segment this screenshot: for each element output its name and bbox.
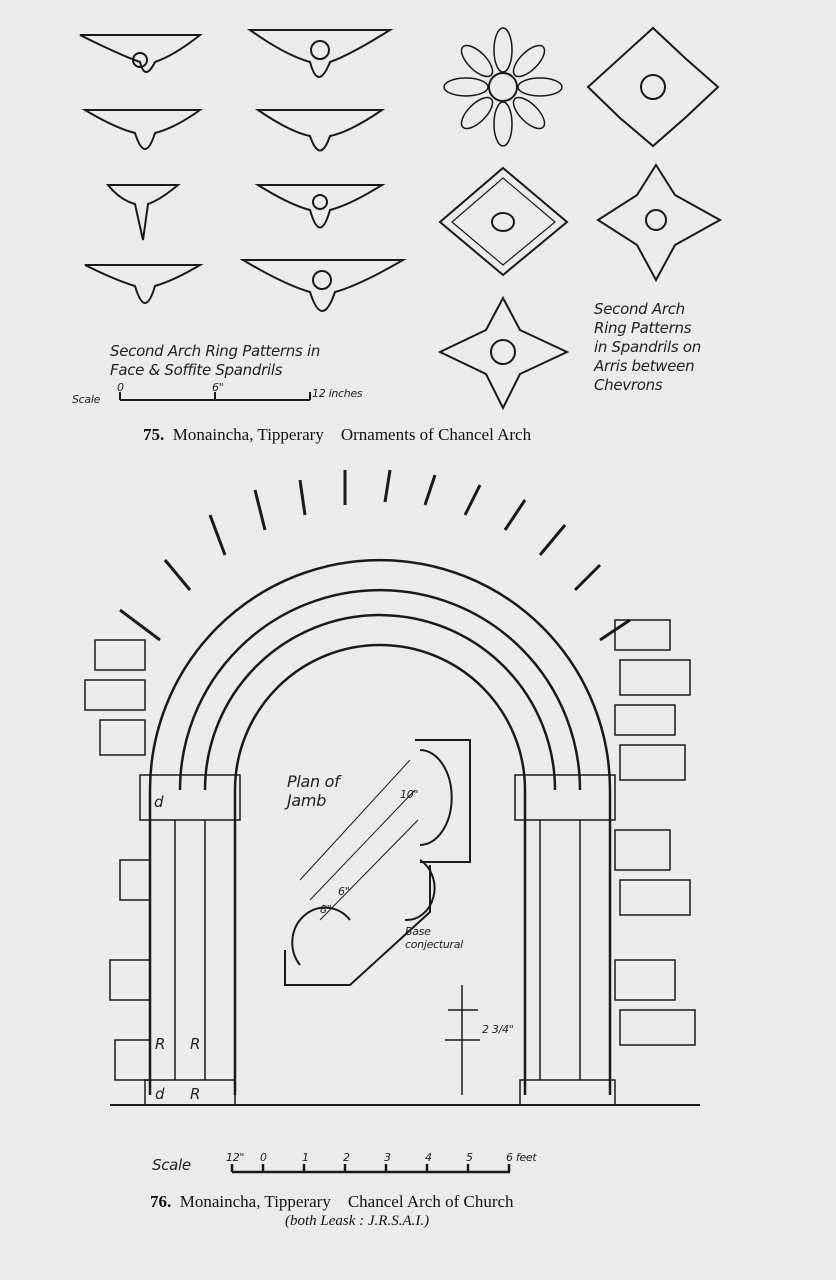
scale-tick: 4 bbox=[425, 1151, 432, 1164]
stone-mark: R bbox=[190, 1035, 201, 1053]
left-patterns-label: Second Arch Ring Patterns in Face & Soff… bbox=[110, 342, 320, 380]
figure-credit: (both Leask : J.R.S.A.I.) bbox=[285, 1213, 430, 1229]
base-profile bbox=[445, 985, 480, 1095]
rosette-ornament bbox=[437, 26, 723, 411]
scale-tick: 2 bbox=[343, 1151, 350, 1164]
scale-label: Scale bbox=[72, 393, 101, 406]
stone-mark: R bbox=[155, 1035, 166, 1053]
figure-number: 75. bbox=[143, 425, 165, 444]
label-line: Chevrons bbox=[594, 376, 663, 394]
label-line: Base bbox=[405, 925, 431, 938]
label-line: Second Arch Ring Patterns in bbox=[110, 342, 321, 360]
scale-tick: 0 bbox=[117, 381, 124, 394]
stone-mark: d bbox=[154, 793, 164, 811]
figure-number: 76. bbox=[150, 1192, 172, 1211]
scale-tick: 0 bbox=[260, 1151, 267, 1164]
dimension: 2 3/4" bbox=[482, 1023, 514, 1036]
label-line: conjectural bbox=[405, 938, 463, 951]
dimension: 8" bbox=[320, 903, 332, 916]
label-line: Ring Patterns bbox=[594, 319, 692, 337]
label-line: Face & Soffite Spandrils bbox=[110, 361, 283, 379]
stone-mark: d bbox=[155, 1085, 165, 1103]
label-line: Plan of bbox=[287, 772, 340, 791]
scale-tick: 1 bbox=[302, 1151, 309, 1164]
label-line: Second Arch bbox=[594, 300, 685, 318]
label-line: Arris between bbox=[594, 357, 695, 375]
scale-tick: 5 bbox=[466, 1151, 473, 1164]
scale-tick: 6" bbox=[212, 381, 224, 394]
scale-tick: 12" bbox=[226, 1151, 245, 1164]
scale-bar-75 bbox=[119, 392, 311, 401]
figure-title: Ornaments of Chancel Arch bbox=[340, 425, 532, 444]
figure-place: Monaincha, Tipperary bbox=[179, 1192, 331, 1211]
label-line: Jamb bbox=[287, 791, 327, 810]
figure-76-caption: 76. Monaincha, Tipperary Chancel Arch of… bbox=[150, 1192, 514, 1212]
scale-label: Scale bbox=[152, 1156, 191, 1174]
figure-place: Monaincha, Tipperary bbox=[172, 425, 324, 444]
right-patterns-label: Second Arch Ring Patterns in Spandrils o… bbox=[594, 300, 701, 395]
spandrel-ornament bbox=[79, 29, 407, 312]
plan-label: Plan of Jamb bbox=[287, 772, 340, 810]
figure-75-caption: 75. Monaincha, Tipperary Ornaments of Ch… bbox=[143, 425, 531, 445]
scale-tick: 12 inches bbox=[312, 387, 363, 400]
label-line: in Spandrils on bbox=[594, 338, 701, 356]
figure-title: Chancel Arch of Church bbox=[347, 1192, 514, 1211]
scale-bar-76 bbox=[230, 1164, 511, 1174]
dimension: 10" bbox=[400, 788, 419, 801]
dimension: 6" bbox=[338, 885, 350, 898]
scale-tick: 3 bbox=[384, 1151, 391, 1164]
scale-tick: 6 feet bbox=[506, 1151, 537, 1164]
base-label: Base conjectural bbox=[405, 925, 463, 951]
plan-of-jamb bbox=[284, 739, 471, 986]
stone-mark: R bbox=[190, 1085, 201, 1103]
chancel-arch bbox=[84, 469, 700, 1106]
